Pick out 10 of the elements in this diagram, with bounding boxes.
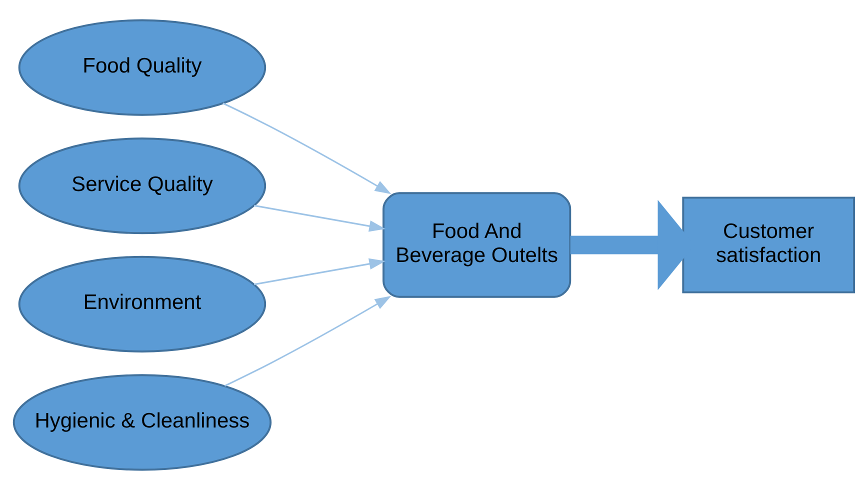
node-box: Food And Beverage Outelts	[382, 192, 572, 298]
node-ellipse: Hygienic & Cleanliness	[12, 374, 272, 471]
node-ellipse: Food Quality	[18, 19, 266, 116]
node-ellipse: Service Quality	[18, 138, 266, 234]
node-ellipse: Environment	[18, 256, 266, 352]
arrow	[254, 204, 386, 232]
arrow	[222, 102, 392, 194]
arrow	[224, 296, 392, 387]
node-box: Customer satisfaction	[682, 196, 855, 294]
arrow	[254, 258, 386, 286]
